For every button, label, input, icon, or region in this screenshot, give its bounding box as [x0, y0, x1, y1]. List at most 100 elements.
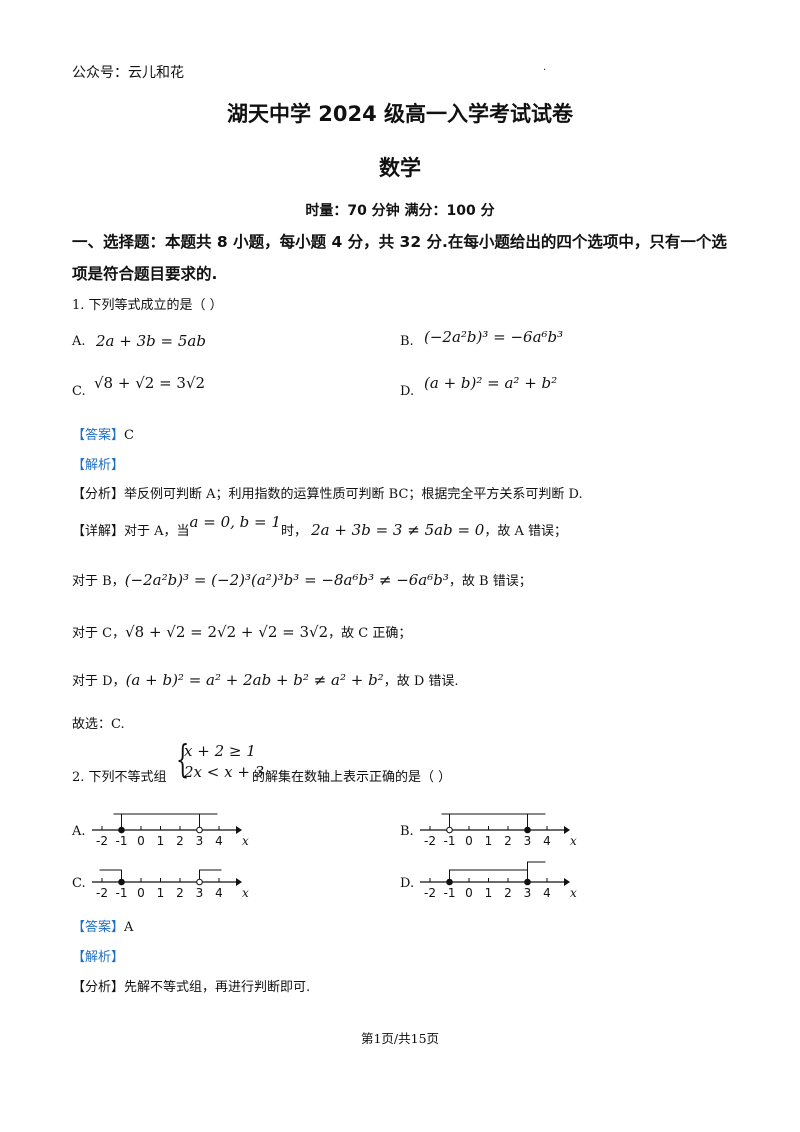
- tick-label: 3: [196, 886, 204, 900]
- tick-label: -2: [96, 834, 108, 848]
- q1-conclusion: 故选：C.: [72, 717, 125, 732]
- q1-fenxi-text: 举反例可判断 A；利用指数的运算性质可判断 BC；根据完全平方关系可判断 D.: [124, 487, 583, 502]
- open-point-icon: [196, 878, 203, 886]
- tick-label: 0: [465, 886, 473, 900]
- q1-detail-a: 【详解】对于 A，当a = 0, b = 1时， 2a + 3b = 3 ≠ 5…: [72, 513, 567, 539]
- q1-detail-tag: 【详解】: [72, 524, 125, 539]
- axis-var-label: x: [242, 886, 249, 900]
- axis-var-label: x: [570, 886, 577, 900]
- section-heading-line1: 一、选择题：本题共 8 小题，每小题 4 分，共 32 分.在每小题给出的四个选…: [72, 233, 727, 251]
- q1-detail-b-post: ，故 B 错误；: [448, 574, 532, 589]
- q1-detail-a-post: ，故 A 错误；: [484, 524, 567, 539]
- q1-answer-value: C: [124, 428, 134, 443]
- q1-detail-a-pre: 对于 A，当: [124, 524, 190, 539]
- axis-var-label: x: [242, 834, 249, 848]
- q2-stem-post: 的解集在数轴上表示正确的是（ ）: [252, 770, 452, 785]
- closed-point-icon: [118, 878, 125, 886]
- q2-stem-pre: 2. 下列不等式组: [72, 770, 167, 785]
- tick-label: 1: [485, 834, 493, 848]
- open-point-icon: [196, 826, 203, 834]
- q1-option-d-label: D.: [400, 384, 415, 399]
- subject-title: 数学: [379, 156, 421, 180]
- q1-detail-c-post: ，故 C 正确；: [328, 626, 412, 641]
- solution-range-right: [199, 869, 222, 882]
- tick-label: 2: [504, 834, 512, 848]
- axis-var-label: x: [570, 834, 577, 848]
- q1-analysis-tag: 【解析】: [72, 458, 125, 473]
- tick-label: 1: [157, 886, 165, 900]
- range-extension: [527, 861, 546, 870]
- q2-fenxi-text: 先解不等式组，再进行判断即可.: [124, 980, 311, 995]
- q1-detail-a-expr: 2a + 3b = 3 ≠ 5ab = 0: [311, 521, 485, 539]
- q2-system-line2: 2x < x + 3: [184, 763, 265, 781]
- tick-label: 3: [524, 886, 532, 900]
- page-footer: 第1页/共15页: [360, 1031, 440, 1046]
- axis-arrow-icon: [236, 878, 242, 886]
- q2-answer-value: A: [124, 920, 134, 935]
- section-heading-line2: 项是符合题目要求的.: [72, 265, 218, 283]
- solution-range: [449, 869, 528, 882]
- q1-option-a-expr: 2a + 3b = 5ab: [96, 332, 206, 350]
- q1-detail-d-pre: 对于 D，: [72, 674, 126, 689]
- tick-label: 4: [543, 886, 551, 900]
- q1-detail-b: 对于 B，(−2a²b)³ = (−2)³(a²)³b³ = −8a⁶b³ ≠ …: [72, 570, 532, 589]
- q1-option-a-label: A.: [72, 334, 86, 349]
- tick-label: -1: [444, 834, 456, 848]
- solution-range-left: [99, 869, 122, 882]
- q2-option-a-label: A.: [72, 824, 86, 839]
- tick-label: 1: [485, 886, 493, 900]
- tick-label: -1: [116, 834, 128, 848]
- closed-point-icon: [524, 826, 531, 834]
- q1-answer-tag: 【答案】: [72, 428, 125, 443]
- tick-label: 3: [524, 834, 532, 848]
- tick-label: 4: [215, 834, 223, 848]
- q2-system-brace: {: [176, 737, 190, 781]
- tick-label: 2: [176, 886, 184, 900]
- q1-option-b-label: B.: [400, 334, 414, 349]
- page-title: 湖天中学 2024 级高一入学考试试卷: [226, 102, 574, 126]
- q1-detail-a-cond: a = 0, b = 1: [189, 513, 281, 531]
- tick-label: 0: [137, 834, 145, 848]
- closed-point-icon: [118, 826, 125, 834]
- axis-arrow-icon: [236, 826, 242, 834]
- q1-option-b-expr: (−2a²b)³ = −6a⁶b³: [424, 328, 564, 346]
- q2-fenxi: 【分析】先解不等式组，再进行判断即可.: [72, 976, 310, 995]
- q1-detail-b-pre: 对于 B，: [72, 574, 125, 589]
- q2-system-line1: x + 2 ≥ 1: [184, 742, 256, 760]
- tick-label: 0: [465, 834, 473, 848]
- q1-fenxi-tag: 【分析】: [72, 487, 125, 502]
- tick-label: -2: [424, 886, 436, 900]
- q2-fenxi-tag: 【分析】: [72, 980, 125, 995]
- header-source: 公众号：云儿和花: [72, 65, 184, 81]
- closed-point-icon: [446, 878, 453, 886]
- open-point-icon: [446, 826, 453, 834]
- solution-range: [449, 813, 528, 830]
- q2-answer-tag: 【答案】: [72, 920, 125, 935]
- q1-detail-d-post: ，故 D 错误.: [383, 674, 459, 689]
- tick-label: -2: [96, 886, 108, 900]
- exam-info: 时量：70 分钟 满分：100 分: [305, 203, 495, 219]
- tick-label: -2: [424, 834, 436, 848]
- q2-option-c-label: C.: [72, 876, 86, 891]
- tick-label: 0: [137, 886, 145, 900]
- tick-label: -1: [116, 886, 128, 900]
- q1-detail-c-expr: √8 + √2 = 2√2 + √2 = 3√2: [125, 623, 329, 641]
- q1-fenxi: 【分析】举反例可判断 A；利用指数的运算性质可判断 BC；根据完全平方关系可判断…: [72, 483, 583, 502]
- axis-arrow-icon: [564, 826, 570, 834]
- tick-label: 1: [157, 834, 165, 848]
- q1-option-d-expr: (a + b)² = a² + b²: [424, 374, 558, 392]
- q2-option-d-label: D.: [400, 876, 415, 891]
- q1-detail-c: 对于 C，√8 + √2 = 2√2 + √2 = 3√2，故 C 正确；: [72, 622, 411, 641]
- q2-analysis-tag: 【解析】: [72, 950, 125, 965]
- q1-detail-d: 对于 D，(a + b)² = a² + 2ab + b² ≠ a² + b²，…: [72, 670, 459, 689]
- closed-point-icon: [524, 878, 531, 886]
- tick-label: 2: [504, 886, 512, 900]
- q2-answer: 【答案】A: [72, 916, 133, 935]
- axis-arrow-icon: [564, 878, 570, 886]
- solution-range: [121, 813, 200, 830]
- q1-option-c-label: C.: [72, 384, 86, 399]
